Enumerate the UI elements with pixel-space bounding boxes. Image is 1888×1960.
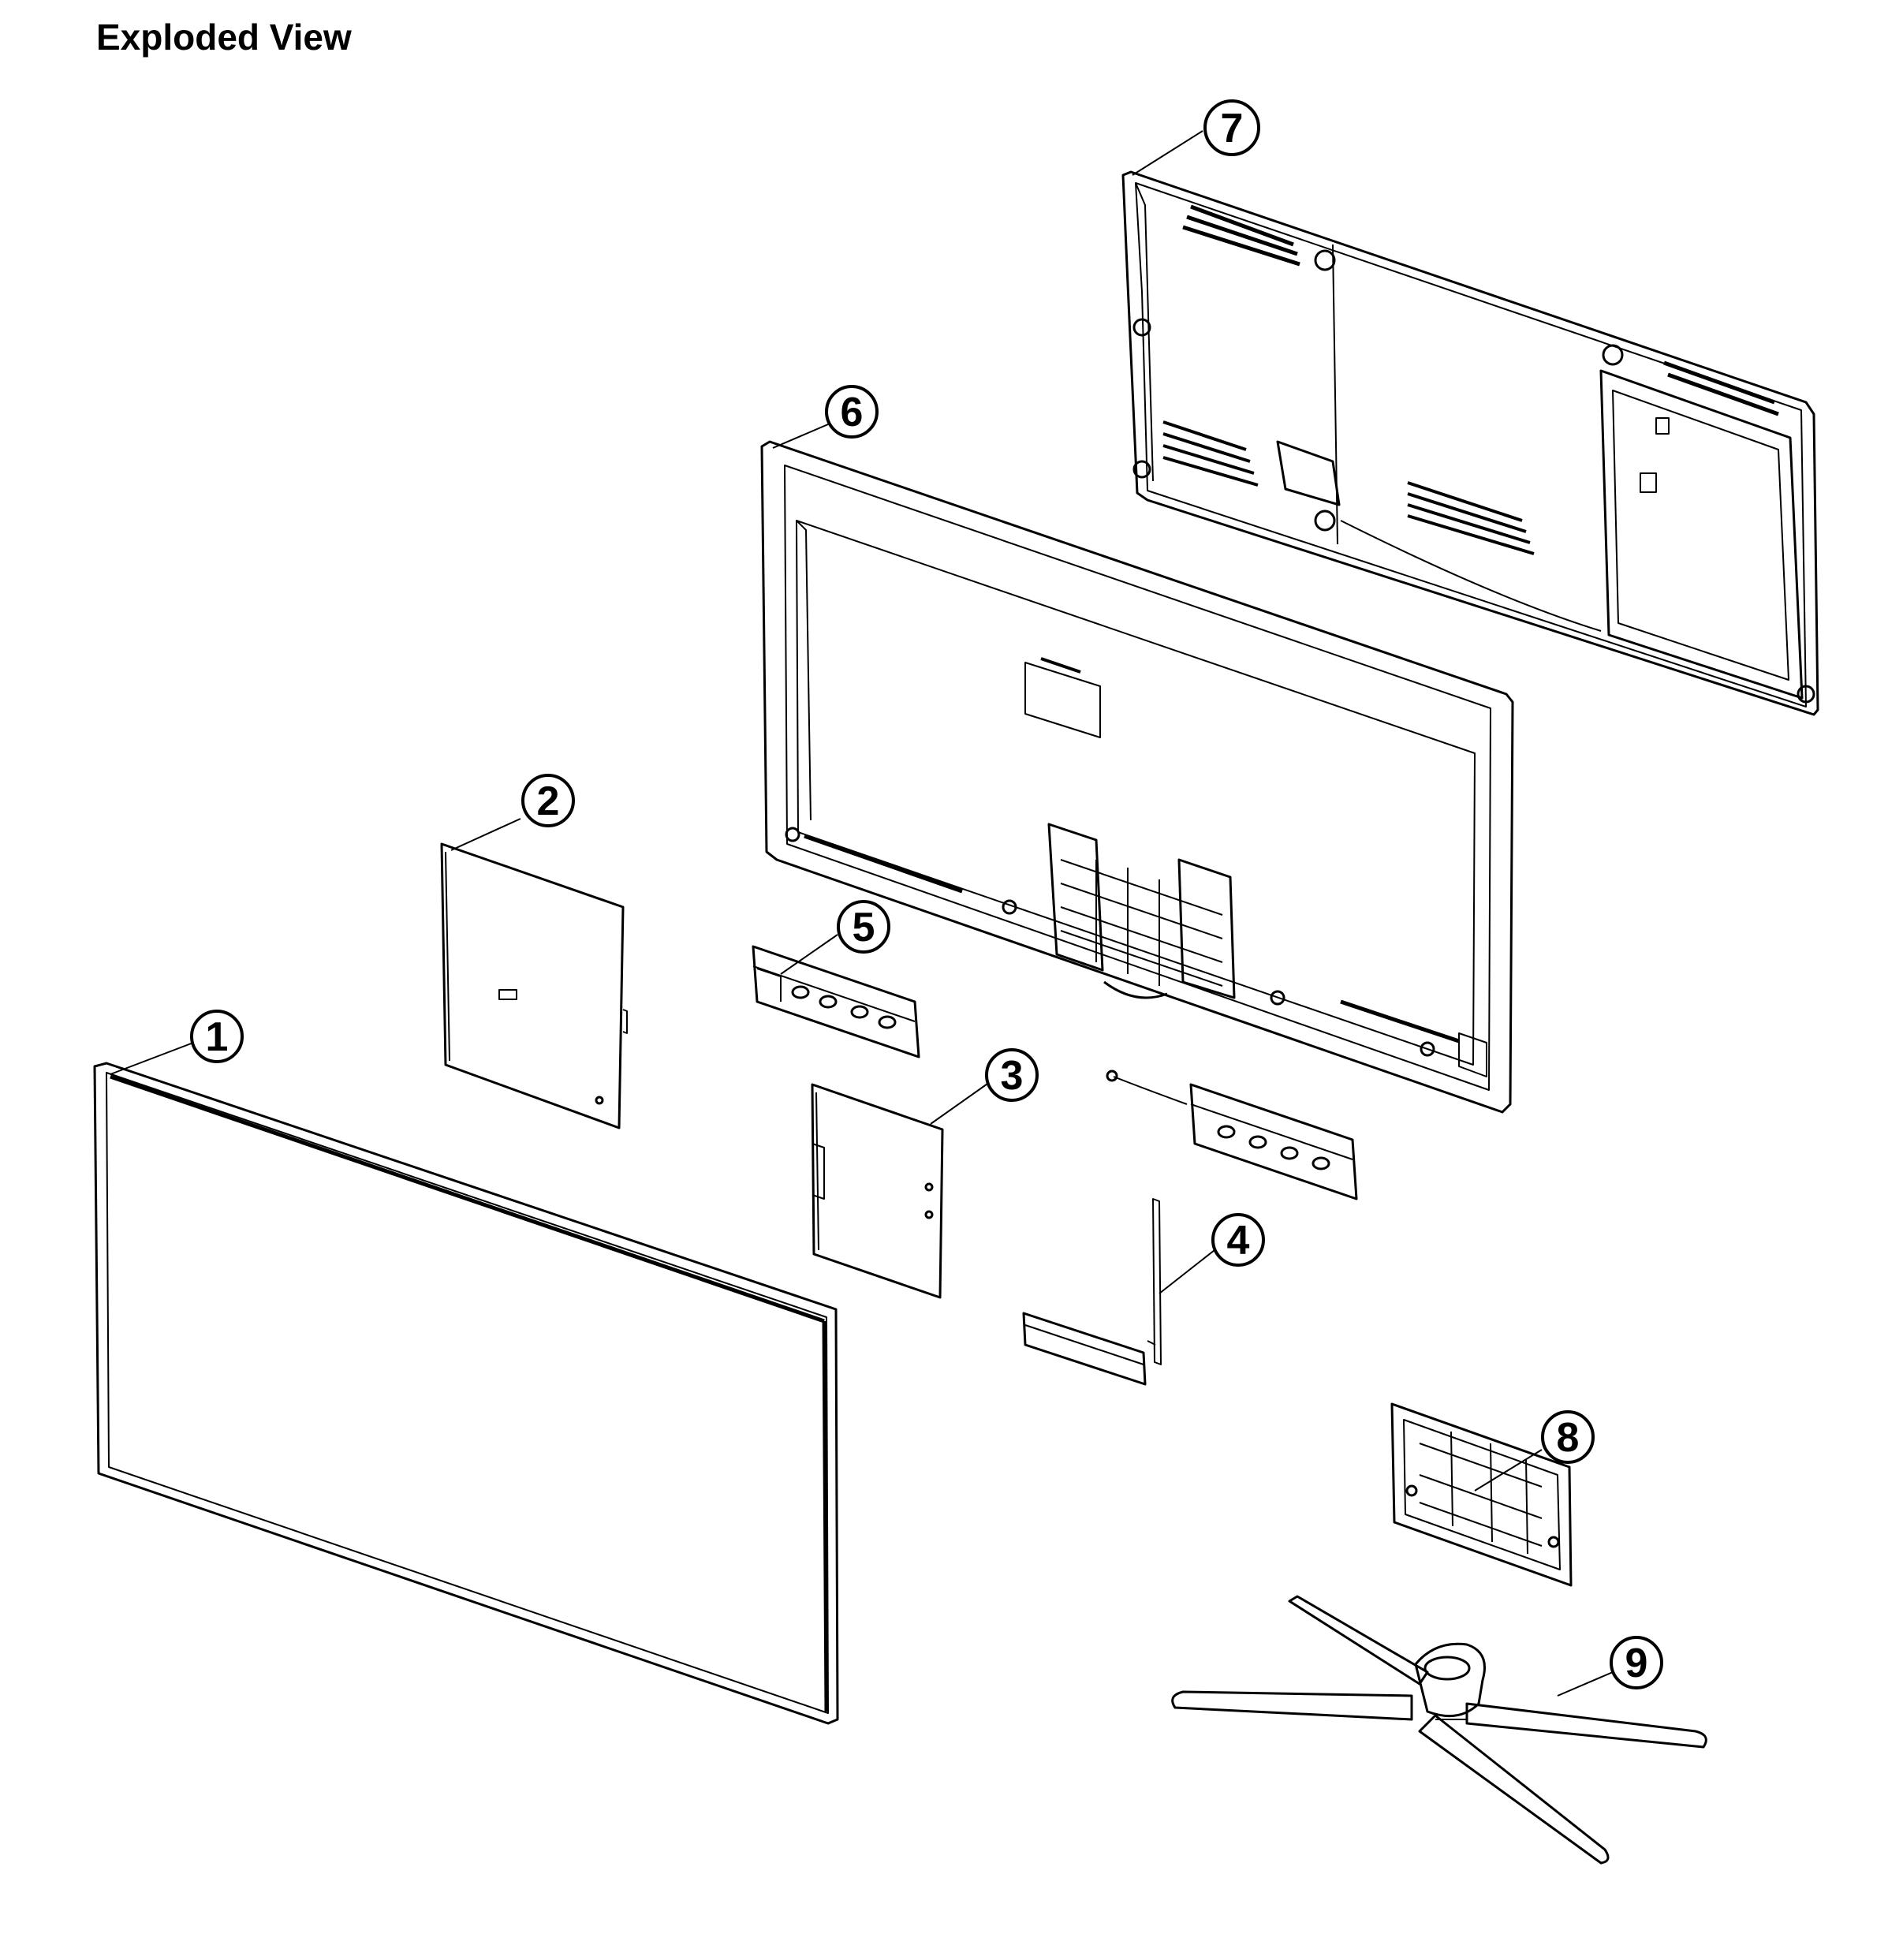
page-title: Exploded View	[96, 17, 352, 58]
power-board-part	[811, 1083, 944, 1299]
rear-cover-part	[1121, 170, 1819, 716]
middle-frame-part	[760, 440, 1514, 1114]
main-board-part	[440, 842, 628, 1129]
callout-8: 8	[1541, 1410, 1595, 1464]
sensor-board-part	[1022, 1198, 1162, 1386]
callout-5-number: 5	[853, 905, 875, 950]
callout-8-number: 8	[1557, 1415, 1580, 1461]
callout-7-number: 7	[1221, 106, 1244, 151]
speaker-right-part	[1106, 1070, 1358, 1200]
callout-1-number: 1	[206, 1014, 229, 1060]
panel-part	[93, 1062, 839, 1725]
callout-4-number: 4	[1227, 1218, 1250, 1264]
callout-1: 1	[190, 1010, 244, 1063]
speaker-part	[752, 945, 920, 1058]
callout-2-number: 2	[537, 778, 560, 824]
callout-9: 9	[1610, 1636, 1663, 1689]
callout-4: 4	[1211, 1213, 1265, 1267]
stand-base-part	[1171, 1595, 1707, 1865]
stand-guide-part	[1390, 1402, 1573, 1587]
callout-6: 6	[825, 385, 879, 439]
callout-7: 7	[1203, 99, 1260, 156]
callout-2: 2	[521, 774, 575, 827]
leader-lines	[110, 130, 1614, 1697]
callout-5: 5	[837, 900, 890, 954]
callout-6-number: 6	[841, 390, 864, 435]
callout-9-number: 9	[1625, 1641, 1648, 1686]
callout-3-number: 3	[1001, 1053, 1024, 1099]
callout-3: 3	[985, 1048, 1039, 1102]
